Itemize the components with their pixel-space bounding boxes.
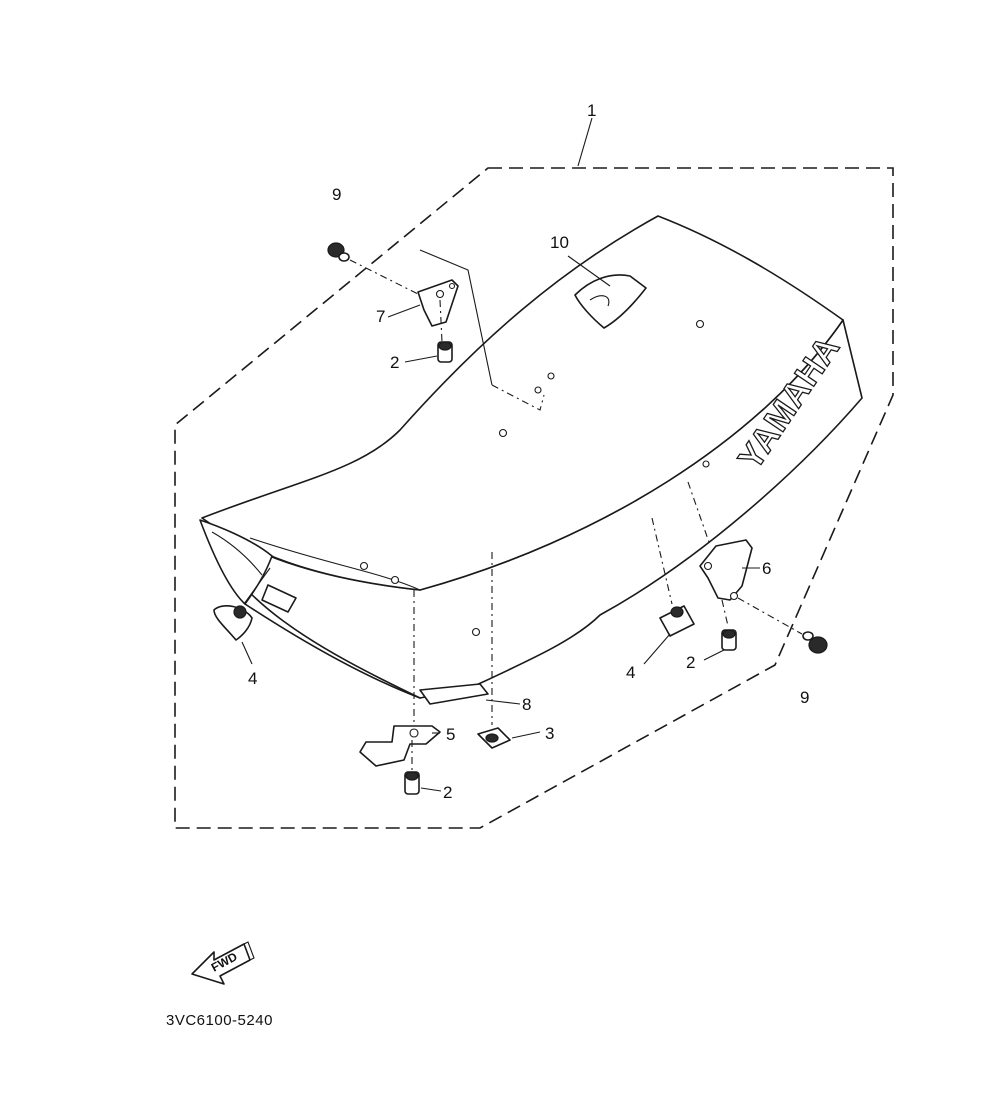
rear-bracket-6: [687, 481, 760, 601]
rear-bracket-plate: [419, 249, 493, 386]
callout-5: 5: [446, 725, 455, 744]
bolt-2-bottom: [404, 740, 442, 795]
bolt-9-top: [327, 242, 421, 296]
assembly-boundary: [174, 167, 894, 829]
callout-3: 3: [545, 724, 554, 743]
front-bracket-5: [359, 590, 441, 767]
callout-2-bottom: 2: [443, 783, 452, 802]
seat-mount-holes: [359, 319, 710, 637]
leader-1: [577, 117, 593, 167]
callout-1: 1: [587, 101, 596, 120]
seat: [199, 215, 863, 699]
callout-4-left: 4: [248, 669, 257, 688]
callout-2-right: 2: [686, 653, 695, 672]
callout-4-right: 4: [626, 663, 635, 682]
hinge-bracket-7: [387, 279, 459, 327]
callout-7: 7: [376, 307, 385, 326]
nut-3: [477, 552, 541, 749]
stopper-4-left: [213, 567, 271, 665]
bolt-9-right: [737, 597, 828, 654]
callout-9-right: 9: [800, 688, 809, 707]
callout-numbers: 1 9 10 7 2 6 4 2 4 9 8 5 3 2: [248, 101, 809, 802]
part-code: 3VC6100-5240: [166, 1012, 273, 1029]
callout-8: 8: [522, 695, 531, 714]
leader-10: [567, 255, 611, 287]
fwd-arrow-icon: FWD: [191, 941, 255, 985]
callout-9-top: 9: [332, 185, 341, 204]
bolt-2-right: [703, 599, 737, 661]
callout-6: 6: [762, 559, 771, 578]
bolt-2-top: [404, 299, 453, 363]
callout-2-top: 2: [390, 353, 399, 372]
stopper-4-right: [643, 517, 695, 665]
callout-10: 10: [550, 233, 569, 252]
label-emblem: [574, 274, 647, 329]
